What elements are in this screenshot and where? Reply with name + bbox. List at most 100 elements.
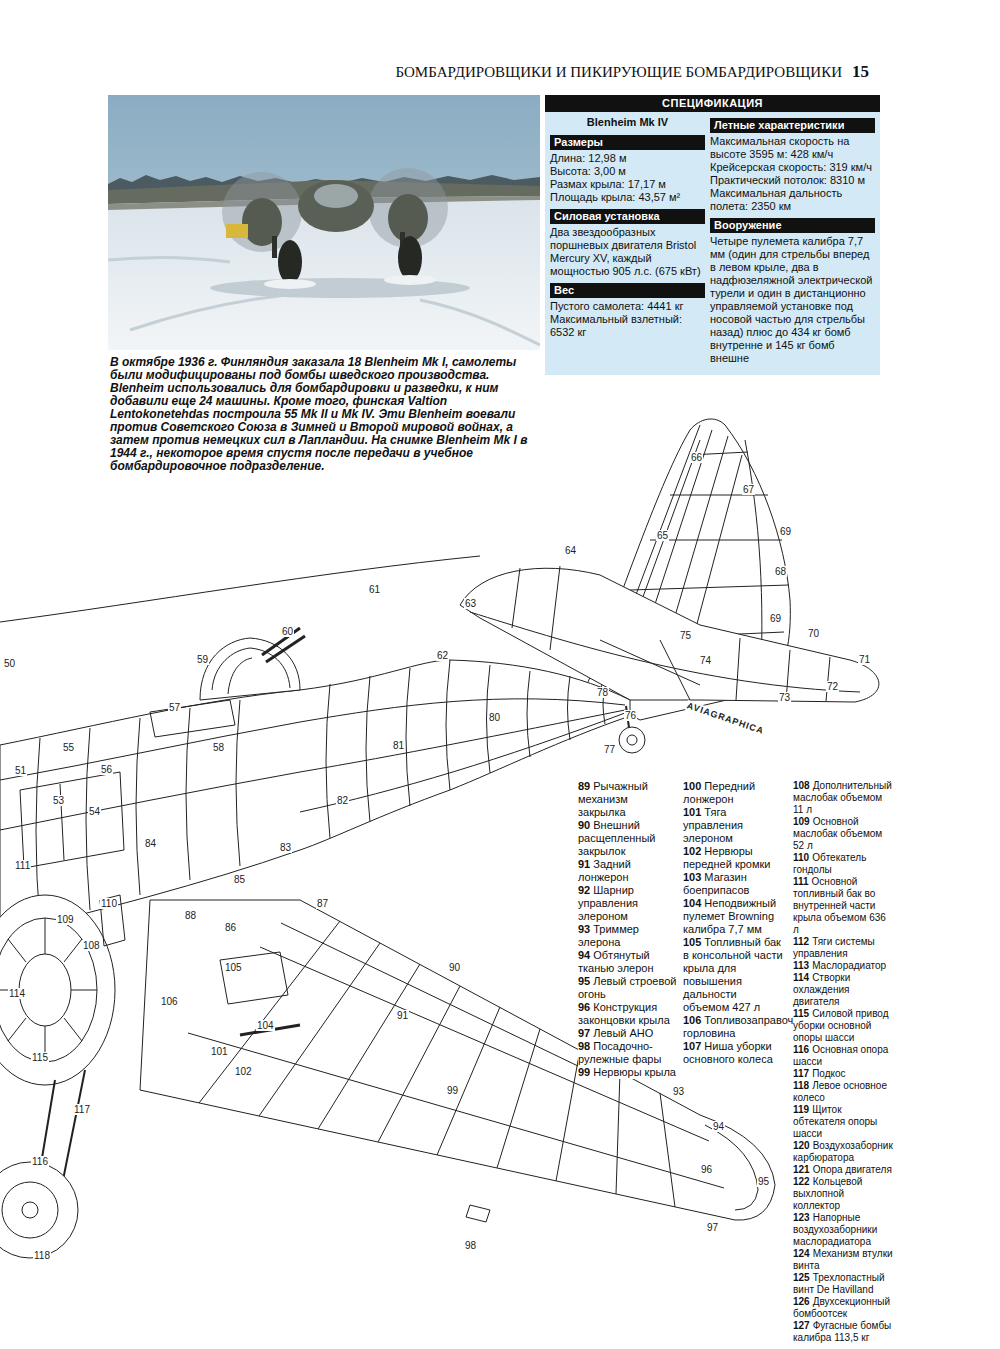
key-item: 103Магазин боеприпасов: [683, 871, 783, 897]
key-item: 123Напорные воздухозаборники маслорадиат…: [793, 1212, 893, 1248]
main-undercarriage: [0, 1162, 78, 1258]
callout-number: 114: [8, 988, 26, 999]
spec-line: Площадь крыла: 43,57 м²: [550, 191, 705, 204]
spec-section: ВооружениеЧетыре пулемета калибра 7,7 мм…: [710, 218, 875, 365]
key-item: 122Кольцевой выхлопной коллектор: [793, 1176, 893, 1212]
callout-number: 104: [256, 1020, 275, 1031]
key-item: 97Левый АНО: [578, 1027, 678, 1040]
callout-number: 59: [196, 654, 209, 665]
engine-nacelle: [0, 895, 115, 1085]
photo: [108, 257, 540, 345]
callout-number: 102: [234, 1066, 253, 1077]
key-item: 124Механизм втулки винта: [793, 1248, 893, 1272]
callout-number: 111: [14, 860, 31, 871]
photo: [368, 168, 448, 248]
callout-number: 88: [184, 910, 197, 921]
key-text: Маслорадиатор: [812, 960, 886, 971]
key-number: 126: [793, 1296, 810, 1307]
callout-number: 68: [774, 566, 787, 577]
key-item: 127Фугасные бомбы калибра 113,5 кг: [793, 1320, 893, 1344]
key-item: 126Двухсекционный бомбоотсек: [793, 1296, 893, 1320]
port-wing: [199, 921, 675, 1207]
photo: [226, 224, 248, 238]
key-number: 94: [578, 949, 590, 961]
key-number: 111: [793, 876, 809, 887]
callout-number: 86: [224, 922, 237, 933]
key-item: 94Обтянутый тканью элерон: [578, 949, 678, 975]
callout-number: 90: [448, 962, 461, 973]
callout-number: 50: [3, 658, 16, 669]
callout-number: 87: [316, 898, 329, 909]
page-number: 15: [852, 62, 869, 82]
spec-section: ВесПустого самолета: 4441 кгМаксимальный…: [550, 283, 705, 339]
key-number: 93: [578, 923, 590, 935]
key-item: 125Трехлопастный винт De Havilland: [793, 1272, 893, 1296]
key-item: 120Воздухозаборник карбюратора: [793, 1140, 893, 1164]
key-number: 112: [793, 936, 809, 947]
gun-turret: [200, 638, 300, 700]
key-number: 105: [683, 936, 701, 948]
spec-line: Практический потолок: 8310 м: [710, 174, 875, 187]
key-item: 121Опора двигателя: [793, 1164, 893, 1176]
key-item: 119Щиток обтекателя опоры шасси: [793, 1104, 893, 1140]
spec-line: Два звездообразных поршневых двигателя B…: [550, 226, 705, 278]
key-item: 100Передний лонжерон: [683, 780, 783, 806]
key-number: 102: [683, 845, 701, 857]
key-item: 91Задний лонжерон: [578, 858, 678, 884]
gun-turret: [200, 628, 305, 700]
spec-line: Размах крыла: 17,17 м: [550, 178, 705, 191]
section-heading: Размеры: [550, 135, 705, 150]
callout-number: 109: [56, 914, 75, 925]
spec-line: Максимальная дальность полета: 2350 км: [710, 187, 875, 213]
key-number: 127: [793, 1320, 810, 1331]
main-undercarriage: [22, 1202, 38, 1218]
gun-turret: [228, 658, 252, 694]
key-column: 100Передний лонжерон101Тяга управления э…: [683, 780, 783, 1066]
callout-number: 77: [603, 744, 616, 755]
aircraft-model: Blenheim Mk IV: [550, 116, 705, 129]
callout-number: 76: [624, 710, 637, 721]
callout-number: 65: [656, 530, 669, 541]
spec-line: Высота: 3,00 м: [550, 165, 705, 178]
key-number: 117: [793, 1068, 809, 1079]
photo: [298, 180, 374, 232]
spec-line: Максимальный взлетный: 6532 кг: [550, 313, 705, 339]
engine-nacelle: [100, 895, 125, 946]
spec-line: Длина: 12,98 м: [550, 152, 705, 165]
callout-number: 110: [100, 898, 118, 909]
key-item: 108Дополнительный маслобак объемом 11 л: [793, 780, 893, 816]
key-number: 106: [683, 1014, 701, 1026]
key-number: 100: [683, 780, 701, 792]
callout-number: 117: [73, 1104, 91, 1115]
key-number: 89: [578, 780, 590, 792]
spec-section: Силовая установкаДва звездообразных порш…: [550, 209, 705, 278]
port-wing: [466, 1205, 490, 1222]
key-item: 90Внешний расщепленный закрылок: [578, 819, 678, 858]
callout-number: 78: [596, 687, 609, 698]
callout-number: 97: [706, 1222, 719, 1233]
key-item: 102Нервюры передней кромки: [683, 845, 783, 871]
fuselage: [0, 660, 630, 935]
callout-number: 85: [233, 874, 246, 885]
key-item: 98Посадочно-рулежные фары: [578, 1040, 678, 1066]
key-number: 99: [578, 1066, 590, 1078]
spec-line: Крейсерская скорость: 319 км/ч: [710, 161, 875, 174]
key-number: 122: [793, 1176, 810, 1187]
fuselage: [0, 660, 630, 935]
key-item: 96Конструкция законцовки крыла: [578, 1001, 678, 1027]
callout-number: 106: [160, 996, 179, 1007]
callout-number: 93: [672, 1086, 685, 1097]
callout-number: 91: [396, 1010, 409, 1021]
key-text: Опора двигателя: [813, 1164, 892, 1175]
key-item: 116Основная опора шасси: [793, 1044, 893, 1068]
key-number: 104: [683, 897, 701, 909]
port-wing: [260, 947, 709, 1141]
key-item: 112Тяги системы управления: [793, 936, 893, 960]
fuselage: [20, 772, 124, 868]
key-text: Посадочно-рулежные фары: [578, 1040, 661, 1065]
callout-number: 75: [679, 630, 692, 641]
port-wing: [220, 952, 288, 1004]
callout-number: 57: [168, 702, 181, 713]
key-number: 101: [683, 806, 701, 818]
main-undercarriage: [0, 1070, 85, 1258]
